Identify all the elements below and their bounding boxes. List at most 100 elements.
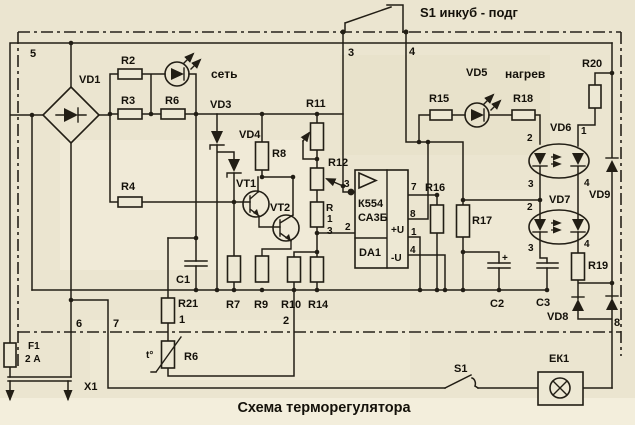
ic-da1 xyxy=(347,169,409,269)
label-r9: R9 xyxy=(254,299,268,311)
resistor-r13 xyxy=(309,201,325,228)
label-r16: R16 xyxy=(425,182,445,194)
ic-vminus: -U xyxy=(391,253,402,264)
resistor-r8 xyxy=(254,141,270,171)
label-c2: C2 xyxy=(490,298,504,310)
label-ek1: ЕК1 xyxy=(549,353,569,365)
resistor-r16 xyxy=(429,204,445,234)
resistor-r2 xyxy=(117,68,143,80)
wire-number-4: 4 xyxy=(409,46,416,58)
vd6-pin-3: 3 xyxy=(528,179,534,190)
label-r8: R8 xyxy=(272,148,286,160)
junction-dots xyxy=(29,29,615,303)
vd6-pin-4: 4 xyxy=(584,178,590,189)
zener-vd3 xyxy=(209,131,225,150)
label-s1-bottom: S1 xyxy=(454,363,467,375)
enclosure-boundary xyxy=(17,31,622,368)
label-r14: R14 xyxy=(308,299,329,311)
resistor-r18 xyxy=(511,109,536,121)
label-r20: R20 xyxy=(582,58,602,70)
da1-pin-3: 3 xyxy=(344,179,350,190)
label-r4: R4 xyxy=(121,181,136,193)
label-r13-3: 3 xyxy=(327,226,333,237)
capacitor-c3 xyxy=(536,262,559,269)
label-r19: R19 xyxy=(588,260,608,272)
label-vd3: VD3 xyxy=(210,99,231,111)
label-x1: X1 xyxy=(84,381,97,393)
label-c3: C3 xyxy=(536,297,550,309)
vd6-pin-2: 2 xyxy=(527,133,533,144)
resistor-r15 xyxy=(429,109,453,121)
label-r12: R12 xyxy=(328,157,348,169)
diode-pair-vd8 xyxy=(571,295,619,311)
potentiometer-r11 xyxy=(300,122,325,151)
mains-plug-x1 xyxy=(5,380,73,402)
label-r11: R11 xyxy=(306,98,326,110)
resistor-r7 xyxy=(226,255,242,283)
power-led xyxy=(164,52,202,87)
fuse-f1 xyxy=(3,342,17,368)
label-vd4: VD4 xyxy=(239,129,261,141)
resistor-r9 xyxy=(254,255,270,283)
bridge-rectifier-vd1 xyxy=(41,85,101,145)
resistor-r21 xyxy=(160,297,176,324)
da1-pin-4: 4 xyxy=(410,245,416,256)
optocoupler-vd6 xyxy=(528,143,590,179)
da1-pin-1: 1 xyxy=(411,227,417,238)
resistor-r19 xyxy=(570,252,586,281)
switch-s1-bottom xyxy=(443,373,480,390)
resistor-r20 xyxy=(588,84,602,109)
transistor-vt2 xyxy=(261,214,300,257)
ic-part-line2: СА3Б xyxy=(358,212,388,224)
wire-number-1: 1 xyxy=(179,314,185,326)
label-r2: R2 xyxy=(121,55,135,67)
resistor-r14 xyxy=(309,256,325,283)
label-vd5: VD5 xyxy=(466,67,487,79)
label-f1: F1 xyxy=(28,341,40,352)
da1-pin-2: 2 xyxy=(345,222,351,233)
heat-led-vd5 xyxy=(464,93,502,128)
resistor-r17 xyxy=(455,204,471,238)
label-heat-led: нагрев xyxy=(505,67,545,81)
label-r7: R7 xyxy=(226,299,240,311)
resistor-r3 xyxy=(117,108,143,120)
circuit-wiring xyxy=(7,31,613,389)
ic-vplus: +U xyxy=(391,225,404,236)
capacitor-c2 xyxy=(487,262,511,269)
thermistor-r6 xyxy=(150,336,182,373)
wire-number-7: 7 xyxy=(113,318,119,330)
resistor-r6-top xyxy=(160,108,186,120)
label-r10: R10 xyxy=(281,299,301,311)
label-vd9: VD9 xyxy=(589,189,610,201)
vd6-pin-1: 1 xyxy=(581,126,587,137)
label-r18: R18 xyxy=(513,93,533,105)
c2-polarity: + xyxy=(502,253,508,264)
label-r3: R3 xyxy=(121,95,135,107)
switch-s1-top xyxy=(344,4,404,33)
ic-part-line1: К554 xyxy=(358,198,384,210)
wire-number-6: 6 xyxy=(76,318,82,330)
resistor-r10 xyxy=(286,256,302,283)
vd7-pin-3: 3 xyxy=(528,243,534,254)
wire-number-8: 8 xyxy=(614,317,620,329)
label-r15: R15 xyxy=(429,93,449,105)
diagram-caption: Схема терморегулятора xyxy=(237,400,411,416)
thermistor-symbol: t° xyxy=(146,350,153,361)
label-switch-mode: S1 инкуб - подг xyxy=(420,5,519,20)
label-r13-r: R xyxy=(326,203,334,214)
label-r6-top: R6 xyxy=(165,95,179,107)
label-vd8: VD8 xyxy=(547,311,568,323)
optocoupler-vd7 xyxy=(528,209,590,245)
label-vt2: VT2 xyxy=(270,202,290,214)
label-vd6: VD6 xyxy=(550,122,571,134)
transistor-vt1 xyxy=(242,190,281,228)
label-vt1: VT1 xyxy=(236,178,256,190)
zener-vd4 xyxy=(226,159,242,178)
ic-designator: DA1 xyxy=(359,247,381,259)
label-f1-rating: 2 А xyxy=(25,354,41,365)
da1-pin-8: 8 xyxy=(410,209,416,220)
wire-number-2: 2 xyxy=(283,315,289,327)
capacitor-c1 xyxy=(184,260,208,267)
